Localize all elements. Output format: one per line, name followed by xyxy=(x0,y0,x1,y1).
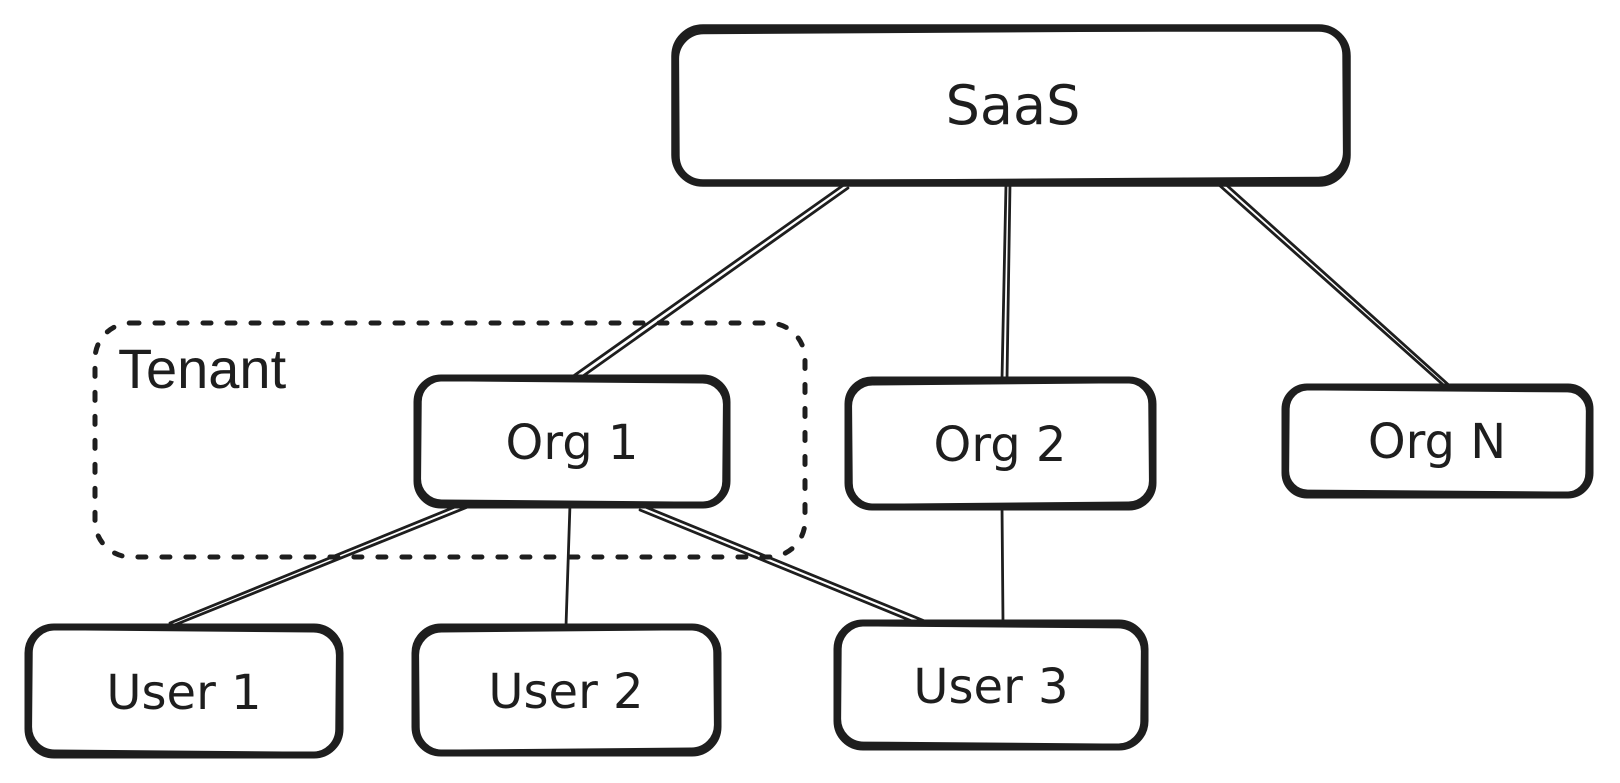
edge-saas-org1 xyxy=(570,182,850,383)
node-user3-label: User 3 xyxy=(913,659,1068,715)
node-saas: SaaS xyxy=(671,24,1351,187)
node-org2: Org 2 xyxy=(844,376,1157,511)
tenant-group-label: Tenant xyxy=(118,337,287,400)
node-user3: User 3 xyxy=(833,619,1149,751)
node-org1: Org 1 xyxy=(413,374,731,509)
node-user1-label: User 1 xyxy=(106,665,261,721)
node-user1: User 1 xyxy=(24,623,344,759)
node-org2-label: Org 2 xyxy=(934,417,1067,473)
node-org1-label: Org 1 xyxy=(506,415,639,471)
node-orgn-label: Org N xyxy=(1368,414,1506,470)
edge-saas-org2 xyxy=(1000,182,1012,381)
node-orgn: Org N xyxy=(1281,383,1594,499)
tenant-group-boundary: Tenant xyxy=(92,320,808,560)
node-user2-label: User 2 xyxy=(488,664,643,720)
tenant-group-border xyxy=(92,320,808,560)
edge-saas-orgn xyxy=(1207,170,1454,392)
edge-org1-user3 xyxy=(638,504,929,628)
edge-org1-user2 xyxy=(564,502,572,628)
node-saas-label: SaaS xyxy=(946,74,1081,137)
node-user2: User 2 xyxy=(411,623,722,757)
edge-org1-user1 xyxy=(168,500,472,628)
edge-org2-user3 xyxy=(1000,504,1005,624)
